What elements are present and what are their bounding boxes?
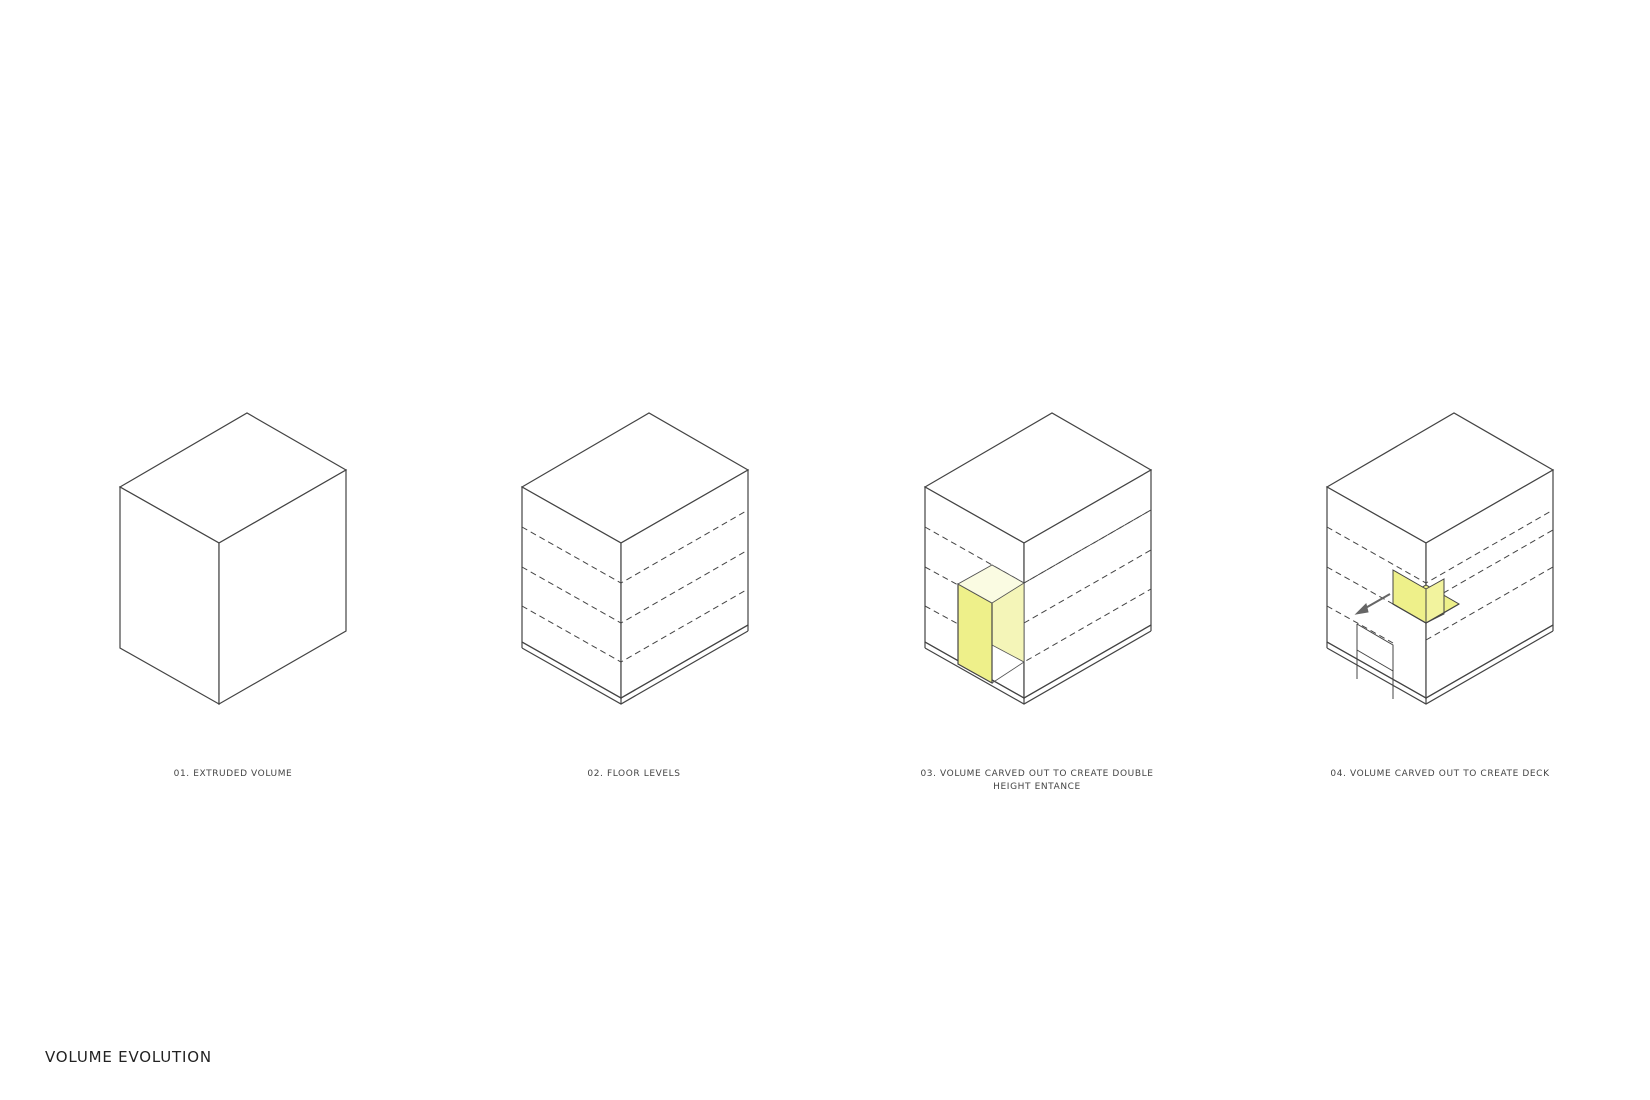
direction-arrow (1356, 594, 1390, 614)
ground-opening (1357, 624, 1393, 699)
block-deck (1327, 413, 1553, 704)
block-floor-levels (522, 413, 748, 704)
step-label-3: 03. VOLUME CARVED OUT TO CREATE DOUBLE H… (920, 769, 1154, 792)
step-label-2: 02. FLOOR LEVELS (587, 769, 681, 779)
carved-entrance-void (958, 510, 1151, 683)
block-extruded-volume (120, 413, 346, 704)
block-right-face (219, 470, 346, 704)
block-double-height-entrance (925, 413, 1151, 704)
floor-level-lines (522, 510, 748, 662)
deck-back-wall-right (1426, 579, 1444, 623)
step-label-1: 01. EXTRUDED VOLUME (173, 769, 293, 779)
step-label-4: 04. VOLUME CARVED OUT TO CREATE DECK (1330, 769, 1550, 779)
carved-deck (1393, 570, 1459, 623)
sheet-title: VOLUME EVOLUTION (45, 1048, 212, 1066)
